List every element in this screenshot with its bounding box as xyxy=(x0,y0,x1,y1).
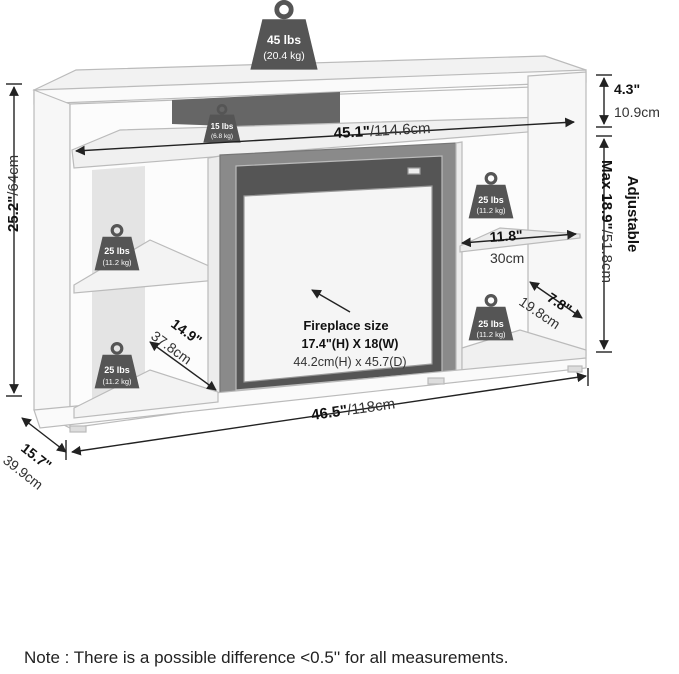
fireplace-glass xyxy=(243,185,433,383)
left-divider xyxy=(207,155,221,409)
weight-left-mid-label: 25 lbs xyxy=(104,246,130,256)
height-in: 25.2" xyxy=(5,196,22,232)
weight-icon-left-mid: 25 lbs (11.2 kg) xyxy=(92,224,142,272)
right-shelf-cm: 30cm xyxy=(490,250,524,266)
total-width-group: 46.5"/118cm xyxy=(310,395,396,424)
weight-left-mid-sub: (11.2 kg) xyxy=(102,258,132,267)
weight-icon-right-low: 25 lbs (11.2 kg) xyxy=(466,294,516,342)
adjustable-label-group: Adjustable xyxy=(624,176,641,253)
fireplace-metric: 44.2cm(H) x 45.7(D) xyxy=(293,355,406,369)
svg-text:25.2"/64cm: 25.2"/64cm xyxy=(5,155,22,232)
weight-upper-shelf-label: 15 lbs xyxy=(211,122,234,131)
left-side-panel xyxy=(33,89,71,429)
top-thickness-in: 4.3" xyxy=(614,81,640,97)
fireplace-title: Fireplace size xyxy=(303,318,388,333)
total-width-in: 46.5" xyxy=(310,402,348,424)
svg-text:45.1"/114.6cm: 45.1"/114.6cm xyxy=(333,120,431,142)
top-thickness-cm: 10.9cm xyxy=(614,104,660,120)
shelf-width-cm: /114.6cm xyxy=(370,120,431,140)
svg-text:46.5"/118cm: 46.5"/118cm xyxy=(310,395,396,424)
foot-left xyxy=(69,425,87,433)
right-divider xyxy=(455,141,463,383)
height-cm: /64cm xyxy=(5,155,22,196)
shelf-width-in: 45.1" xyxy=(333,123,370,142)
adjustable-cm: /51.8cm xyxy=(598,230,615,283)
weight-right-low-label: 25 lbs xyxy=(478,319,504,329)
shelf-width-group: 45.1"/114.6cm xyxy=(333,120,431,142)
foot-mid xyxy=(427,377,445,385)
foot-right xyxy=(567,365,583,373)
height-dim-group: 25.2"/64cm xyxy=(5,155,22,232)
weight-upper-shelf-sub: (6.8 kg) xyxy=(211,133,233,140)
weight-icon-right-up: 25 lbs (11.2 kg) xyxy=(466,172,516,220)
weight-left-low-label: 25 lbs xyxy=(104,365,130,375)
left-cavity-rear xyxy=(92,166,145,414)
measurement-note: Note : There is a possible difference <0… xyxy=(24,648,509,667)
weight-right-up-label: 25 lbs xyxy=(478,195,504,205)
weight-right-low-sub: (11.2 kg) xyxy=(476,330,506,339)
total-width-cm: /118cm xyxy=(346,395,396,419)
weight-top-sub: (20.4 kg) xyxy=(263,50,304,62)
weight-top-label: 45 lbs xyxy=(267,33,301,47)
adjustable-label: Adjustable xyxy=(624,176,641,253)
dimension-lines xyxy=(6,74,612,460)
weight-left-low-sub: (11.2 kg) xyxy=(102,377,132,386)
adjustable-dim-group: Max 18.9"/51.8cm xyxy=(598,160,615,283)
right-shelf-in: 11.8" xyxy=(489,227,523,245)
fireplace-badge xyxy=(407,167,421,175)
fireplace-imperial: 17.4"(H) X 18(W) xyxy=(302,337,399,351)
weight-icon-top: 45 lbs (20.4 kg) xyxy=(250,2,317,69)
svg-text:Max 18.9"/51.8cm: Max 18.9"/51.8cm xyxy=(598,160,615,283)
adjustable-in: Max 18.9" xyxy=(598,160,615,230)
weight-right-up-sub: (11.2 kg) xyxy=(476,206,506,215)
